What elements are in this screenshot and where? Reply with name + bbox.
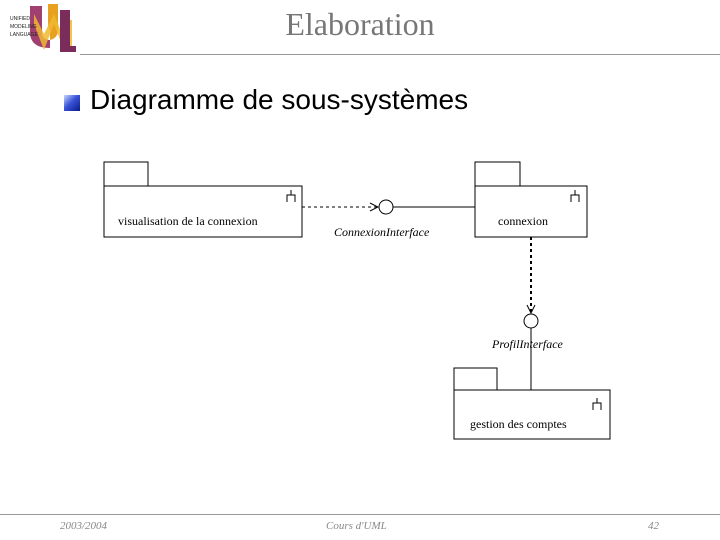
interface-circle-icon: [378, 199, 394, 215]
footer-page-number: 42: [648, 520, 659, 532]
slide-subtitle: Diagramme de sous-systèmes: [90, 84, 469, 115]
footer-date: 2003/2004: [60, 520, 108, 532]
package-label-connexion: connexion: [498, 214, 548, 228]
package-gestion: gestion des comptes: [453, 367, 611, 440]
interface-label-profil: ProfilInterface: [491, 337, 564, 351]
connexion-interface: ConnexionInterface: [334, 199, 475, 239]
footer-course: Cours d'UML: [326, 520, 387, 532]
package-body: [453, 389, 611, 440]
profil-interface: ProfilInterface: [491, 313, 564, 390]
package-connexion: connexion: [474, 161, 588, 238]
uml-logo: UNIFIED MODELING LANGUAGE: [4, 2, 80, 54]
package-visualisation: visualisation de la connexion: [103, 161, 303, 238]
package-body: [474, 185, 588, 238]
uml-logo-icon: [30, 4, 76, 52]
subsystem-fork-icon: [592, 398, 602, 410]
package-body: [103, 185, 303, 238]
bullet-square-icon: [64, 95, 80, 111]
logo-line-1: UNIFIED: [10, 16, 30, 22]
package-tab: [103, 161, 149, 187]
page-title: Elaboration: [285, 6, 435, 42]
package-tab: [453, 367, 498, 391]
subsystem-fork-icon: [286, 190, 296, 202]
package-label-visualisation: visualisation de la connexion: [118, 214, 258, 228]
footer-divider: [0, 514, 720, 515]
interface-circle-icon: [523, 313, 539, 329]
logo-line-2: MODELING: [10, 24, 37, 30]
subsystem-fork-icon: [570, 190, 580, 202]
title-divider: [80, 54, 720, 55]
package-label-gestion: gestion des comptes: [470, 417, 567, 431]
package-tab: [474, 161, 521, 187]
interface-label-connexion: ConnexionInterface: [334, 225, 430, 239]
logo-line-3: LANGUAGE: [10, 32, 38, 38]
